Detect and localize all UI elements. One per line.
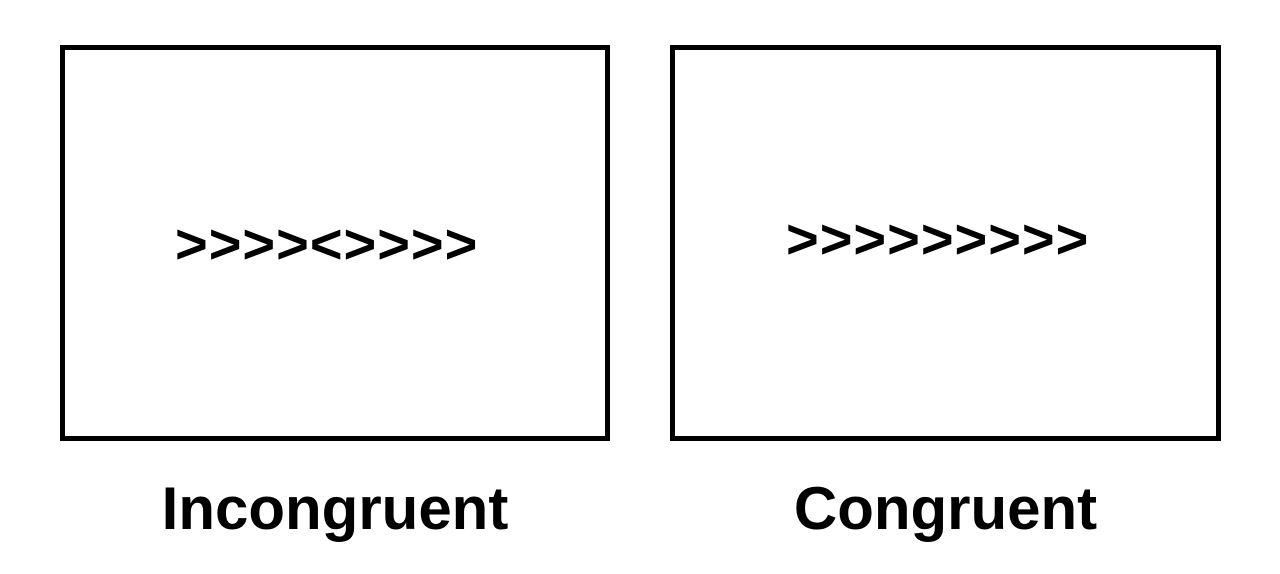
congruent-arrow-stimulus: >>>>>>>>> — [786, 207, 1090, 270]
congruent-panel — [670, 45, 1221, 441]
incongruent-label: Incongruent — [161, 475, 509, 542]
congruent-label: Congruent — [793, 475, 1098, 542]
incongruent-arrow-stimulus: >>>><>>>> — [175, 212, 479, 275]
incongruent-panel — [60, 45, 610, 441]
